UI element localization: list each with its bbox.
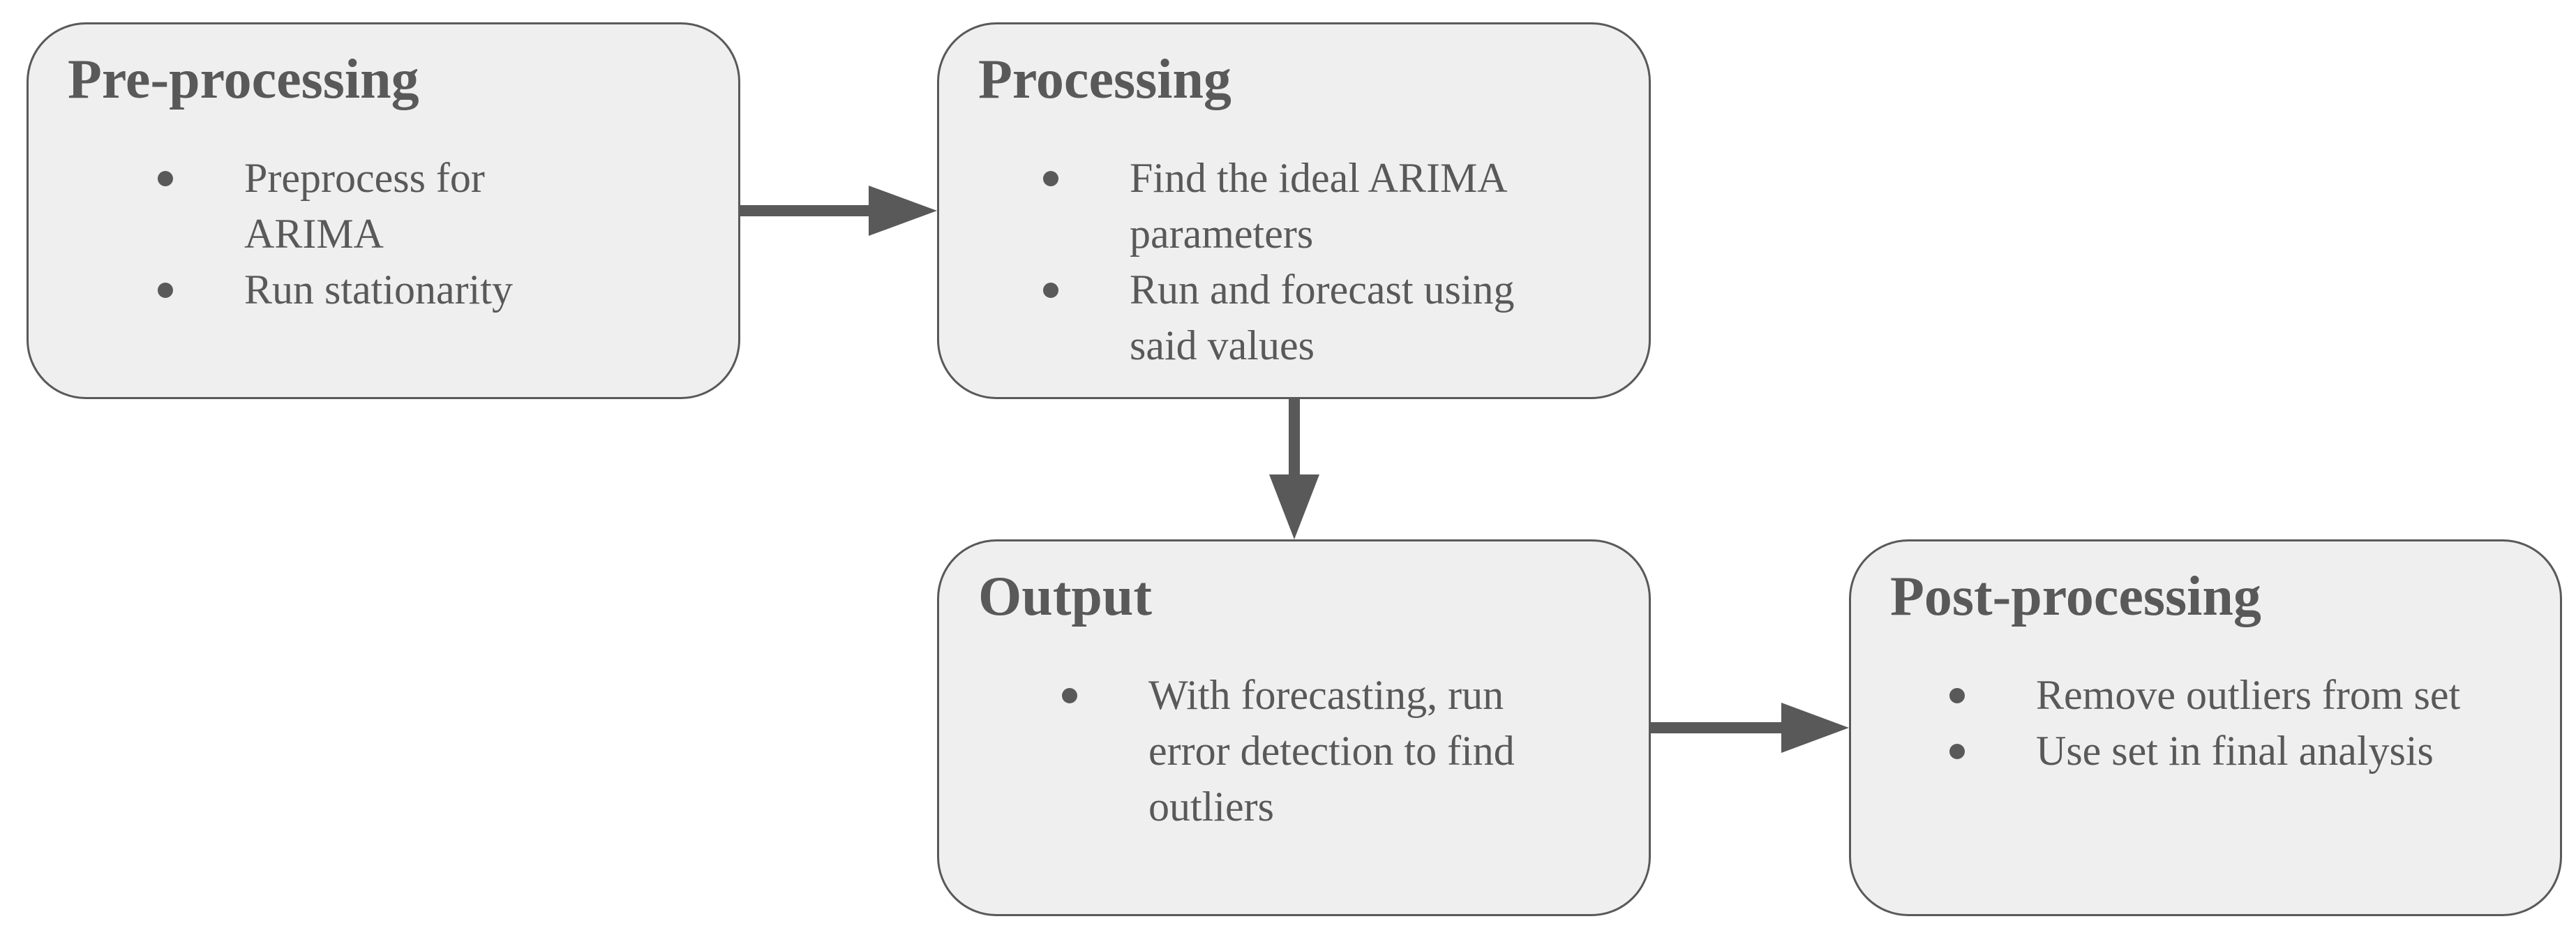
preprocessing-title: Pre-processing <box>68 49 419 110</box>
bullet-dot-icon <box>158 283 173 298</box>
bullet-dot-icon <box>158 171 173 186</box>
arrow-output-to-postprocessing <box>1651 703 1849 753</box>
bullet-dot-icon <box>1043 283 1058 298</box>
bullet-item: Remove outliers from set <box>1949 667 2510 723</box>
output-box: Output With forecasting, run error detec… <box>937 539 1651 916</box>
bullet-dot-icon <box>1062 688 1077 703</box>
output-title: Output <box>978 566 1152 627</box>
output-bullet-list: With forecasting, run error detection to… <box>1062 667 1595 835</box>
preprocessing-box: Pre-processing Preprocess for ARIMA Run … <box>27 22 740 399</box>
bullet-text: Run and forecast using said values <box>1130 267 1515 368</box>
postprocessing-bullet-list: Remove outliers from set Use set in fina… <box>1949 667 2510 779</box>
bullet-text: Preprocess for ARIMA <box>244 155 485 257</box>
bullet-dot-icon <box>1949 688 1965 703</box>
arrow-preprocessing-to-processing <box>740 186 937 236</box>
preprocessing-bullet-list: Preprocess for ARIMA Run stationarity <box>158 150 607 317</box>
bullet-text: Run stationarity <box>244 267 513 313</box>
bullet-text: With forecasting, run error detection to… <box>1148 672 1515 830</box>
bullet-dot-icon <box>1043 171 1058 186</box>
bullet-item: Use set in final analysis <box>1949 723 2510 779</box>
bullet-dot-icon <box>1949 744 1965 759</box>
bullet-text: Use set in final analysis <box>2036 728 2434 774</box>
postprocessing-title: Post-processing <box>1890 566 2261 627</box>
processing-box: Processing Find the ideal ARIMA paramete… <box>937 22 1651 399</box>
bullet-item: Run and forecast using said values <box>1043 262 1576 373</box>
bullet-text: Remove outliers from set <box>2036 672 2461 718</box>
processing-title: Processing <box>978 49 1231 110</box>
bullet-item: Find the ideal ARIMA parameters <box>1043 150 1576 262</box>
processing-bullet-list: Find the ideal ARIMA parameters Run and … <box>1043 150 1576 373</box>
bullet-text: Find the ideal ARIMA parameters <box>1130 155 1506 257</box>
postprocessing-box: Post-processing Remove outliers from set… <box>1849 539 2562 916</box>
bullet-item: With forecasting, run error detection to… <box>1062 667 1595 835</box>
bullet-item: Run stationarity <box>158 262 607 317</box>
bullet-item: Preprocess for ARIMA <box>158 150 607 262</box>
arrow-processing-to-output <box>1269 399 1319 539</box>
